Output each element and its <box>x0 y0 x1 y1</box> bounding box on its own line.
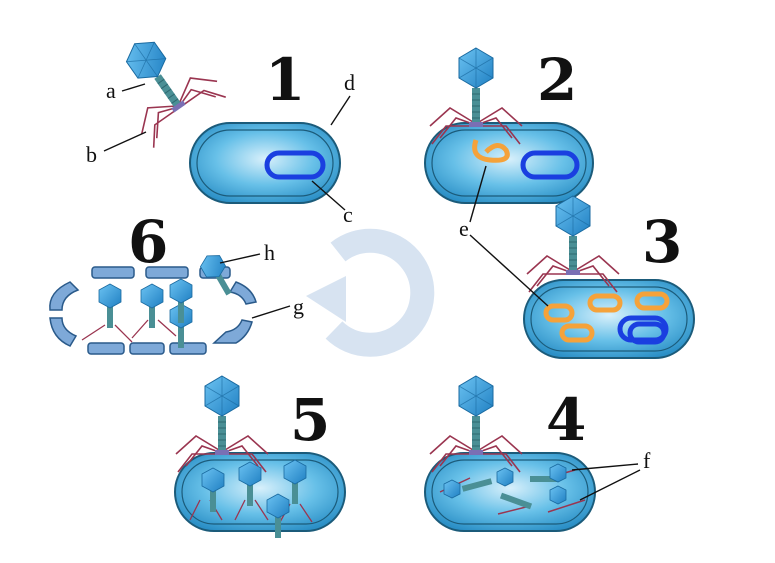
stage-number-1: 1 <box>265 46 305 114</box>
stage-6-group: 6 <box>49 208 257 355</box>
label-c: c <box>343 202 353 227</box>
label-d: d <box>344 70 355 95</box>
bacteriophage <box>526 195 620 293</box>
label-g: g <box>293 294 304 319</box>
stage-number-3: 3 <box>642 208 682 276</box>
bacterial-dna <box>520 150 580 180</box>
stage-4-group: 4 <box>424 375 596 532</box>
assembled-phages <box>189 459 313 539</box>
stage-5-group: 5 <box>174 375 346 539</box>
bacterial-dna <box>617 315 669 345</box>
stage-number-2: 2 <box>537 46 577 114</box>
phage-dna <box>472 139 510 163</box>
lysed-cell-wall <box>49 266 257 355</box>
cycle-arrow <box>306 228 435 357</box>
stage-number-5: 5 <box>290 386 330 454</box>
label-e: e <box>459 216 469 241</box>
bacterial-dna <box>264 150 326 180</box>
annotation-labels: a b c d e f g h <box>86 70 651 501</box>
stage-1-group: 1 <box>96 16 341 204</box>
stage-2-group: 2 <box>424 46 594 204</box>
phage-components <box>439 463 586 515</box>
label-a: a <box>106 78 116 103</box>
released-phages <box>81 249 239 349</box>
label-f: f <box>643 448 651 473</box>
stage-number-4: 4 <box>546 386 586 454</box>
stage-3-group: 3 <box>523 195 695 359</box>
bacterial-cell <box>424 122 594 204</box>
label-h: h <box>264 240 275 265</box>
phage-dna-copies <box>543 291 670 343</box>
stage-number-6: 6 <box>128 208 168 276</box>
label-b: b <box>86 142 97 167</box>
